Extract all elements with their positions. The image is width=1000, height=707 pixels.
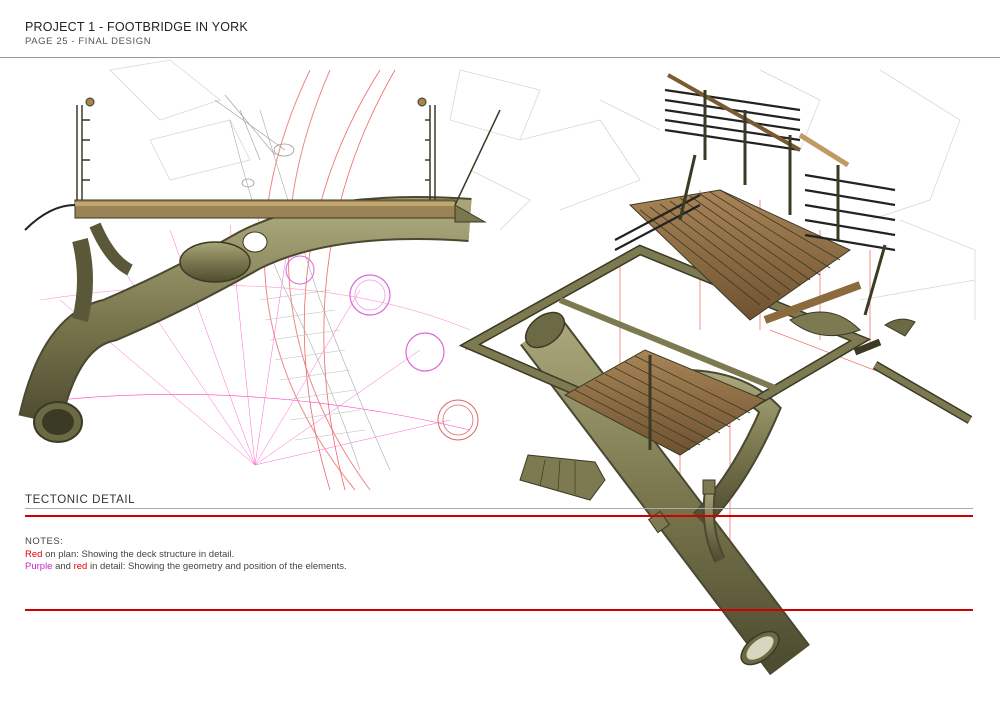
page-title: PROJECT 1 - FOOTBRIDGE IN YORK: [25, 20, 248, 34]
section-divider: [25, 508, 973, 509]
note-and: and: [52, 561, 74, 572]
notes-heading: NOTES:: [25, 536, 64, 547]
tectonic-detail-drawing: [18, 59, 976, 676]
section-divider-red: [25, 515, 973, 517]
page-subtitle: PAGE 25 - FINAL DESIGN: [25, 36, 152, 47]
note-line-1: Red on plan: Showing the deck structure …: [25, 549, 347, 561]
note-purple-label: Purple: [25, 561, 53, 572]
note-line-2: Purple and red in detail: Showing the ge…: [25, 561, 347, 573]
notes-block: NOTES: Red on plan: Showing the deck str…: [25, 536, 347, 573]
note-red-label-2: red: [73, 561, 88, 572]
note-line-1-text: on plan: Showing the deck structure in d…: [42, 549, 235, 560]
site-plan-lines: [109, 59, 976, 320]
section-title: TECTONIC DETAIL: [25, 494, 136, 506]
geometry-lines-left: [39, 69, 479, 491]
footer-divider-red: [25, 609, 973, 611]
note-red-label: Red: [25, 549, 43, 560]
note-line-2-text: in detail: Showing the geometry and posi…: [87, 561, 347, 572]
header-divider: [0, 57, 1000, 58]
left-section-structure: [18, 97, 501, 443]
isometric-detail: [458, 73, 973, 676]
